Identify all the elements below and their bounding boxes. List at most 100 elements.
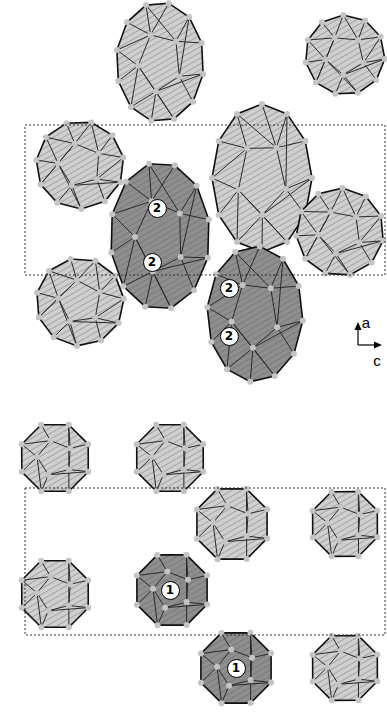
atom	[284, 239, 290, 245]
atom	[374, 534, 380, 540]
edge	[322, 22, 335, 38]
edge	[95, 318, 101, 341]
atom	[204, 304, 210, 310]
edge	[48, 469, 68, 474]
atom	[166, 0, 172, 6]
edge	[71, 259, 77, 280]
edge	[180, 213, 209, 219]
edge	[227, 506, 248, 514]
atom	[303, 59, 309, 65]
edge	[331, 212, 356, 217]
edge	[318, 194, 330, 212]
edge	[219, 141, 247, 148]
edge	[181, 257, 194, 290]
axis-label: c	[373, 353, 381, 368]
edge	[123, 271, 153, 286]
atom	[259, 212, 265, 218]
atom	[369, 260, 375, 266]
edge	[232, 322, 275, 376]
atom	[198, 651, 204, 657]
outline	[137, 425, 204, 492]
edge	[152, 165, 175, 201]
edge	[99, 153, 124, 157]
edge	[137, 572, 167, 576]
edge	[48, 605, 68, 610]
atom	[329, 553, 335, 559]
atom	[272, 373, 278, 379]
atom	[182, 445, 188, 451]
atom	[328, 209, 334, 215]
outline	[313, 492, 378, 557]
edge	[235, 252, 242, 285]
edge	[151, 3, 169, 35]
edge	[251, 658, 252, 680]
atom	[96, 150, 102, 156]
atom	[208, 339, 214, 345]
edge	[328, 667, 339, 684]
atom	[45, 472, 51, 478]
edge	[339, 679, 359, 684]
light-polyhedron	[310, 633, 381, 704]
hatching	[313, 636, 378, 701]
edge	[180, 186, 197, 214]
edge	[276, 148, 285, 189]
edge	[69, 448, 70, 469]
atom	[146, 161, 152, 167]
atom	[55, 160, 61, 166]
edge	[363, 63, 376, 80]
dark-polyhedron	[134, 552, 210, 628]
edge	[181, 186, 197, 257]
light-polyhedron	[33, 119, 126, 212]
callout-number: 2	[220, 327, 239, 346]
edge	[118, 66, 138, 81]
atom	[85, 469, 91, 475]
hatching	[197, 489, 267, 559]
edge	[227, 348, 253, 369]
atom	[360, 60, 366, 66]
atom	[68, 256, 74, 262]
atom	[322, 270, 328, 276]
atom	[66, 558, 72, 564]
atom	[264, 535, 270, 541]
hatching	[22, 561, 89, 628]
edge	[326, 38, 335, 60]
edge	[358, 515, 359, 536]
edge	[97, 158, 124, 180]
callout-number: 1	[161, 581, 180, 600]
atom	[181, 466, 187, 472]
atom	[185, 577, 191, 583]
outline	[36, 122, 123, 209]
atom	[234, 111, 240, 117]
edge	[343, 63, 363, 75]
edge	[95, 261, 99, 293]
hatching	[306, 15, 385, 94]
atom	[206, 217, 212, 223]
atom	[329, 697, 335, 703]
atom	[128, 104, 134, 110]
atom	[336, 681, 342, 687]
edge	[51, 577, 71, 585]
edge	[262, 189, 286, 215]
atom	[340, 185, 346, 191]
atom	[190, 99, 196, 105]
edge	[247, 514, 248, 536]
atom	[181, 422, 187, 428]
face	[313, 636, 378, 701]
atom	[199, 40, 205, 46]
light-polyhedron	[303, 12, 387, 97]
edge	[341, 507, 360, 515]
atom	[78, 206, 84, 212]
edge	[271, 286, 299, 288]
callout-number: 2	[143, 253, 162, 272]
atom	[357, 512, 363, 518]
edge	[277, 259, 283, 327]
atom	[325, 664, 331, 670]
atom	[284, 111, 290, 117]
edge	[183, 469, 184, 491]
atom	[109, 211, 115, 217]
atom	[160, 472, 166, 478]
atom	[183, 552, 189, 558]
edge	[318, 212, 330, 235]
atom	[244, 556, 250, 562]
atom	[323, 57, 329, 63]
